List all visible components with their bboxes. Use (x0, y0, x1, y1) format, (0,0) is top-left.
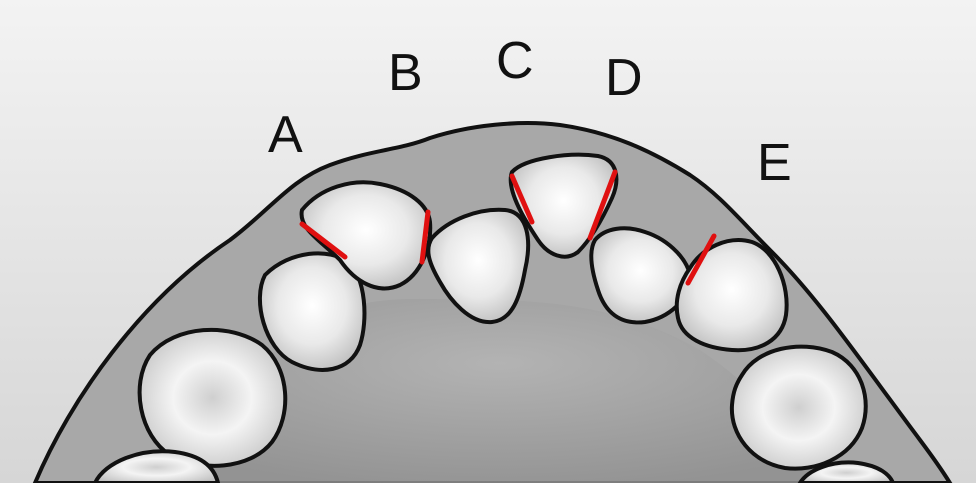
label-b: B (388, 44, 423, 102)
label-a: A (268, 106, 303, 164)
label-e: E (757, 134, 792, 192)
tooth-right-premolar (732, 347, 866, 469)
label-c: C (496, 32, 534, 90)
label-d: D (605, 49, 643, 107)
tooth-left-molar-1 (140, 330, 286, 466)
